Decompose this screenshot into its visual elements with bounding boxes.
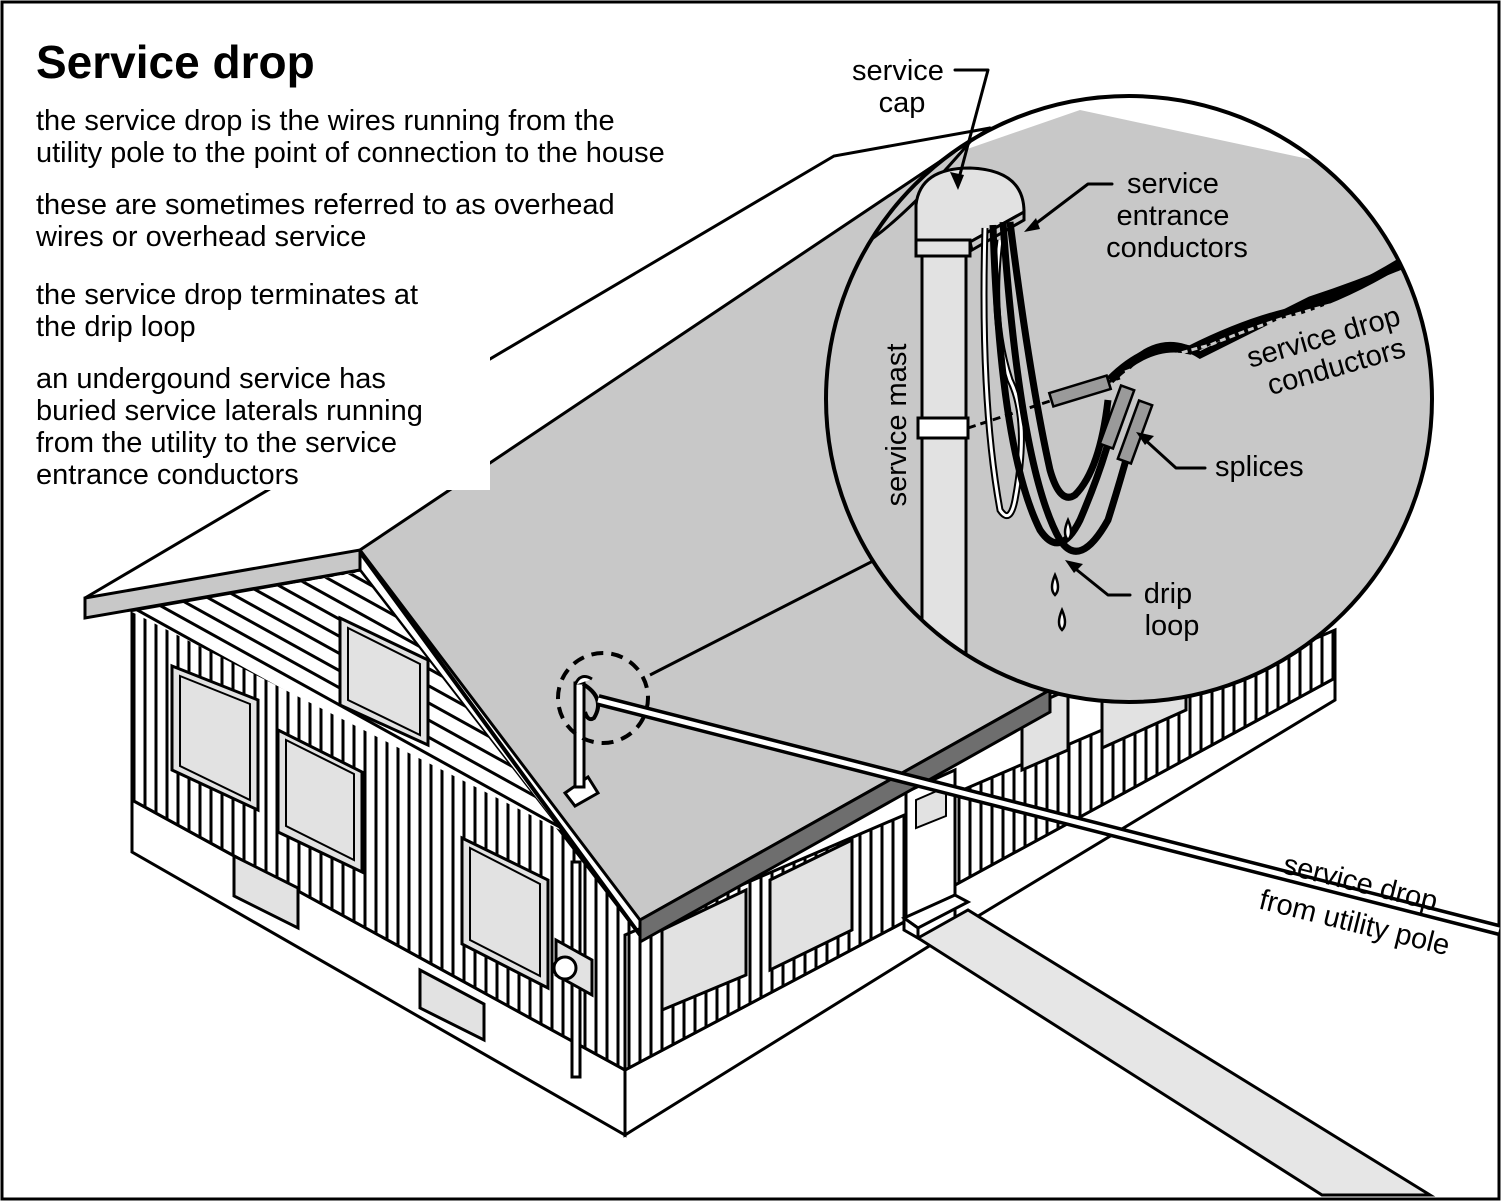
service-cap <box>914 166 1026 244</box>
leader-drip-loop <box>1070 564 1132 597</box>
description: Service drop the service drop is the wir… <box>30 36 665 491</box>
leader-service-entrance <box>1028 182 1114 230</box>
detail-marker <box>556 651 650 745</box>
paragraph-4: an undergound service has buried service… <box>36 363 431 491</box>
windows-left <box>170 615 550 1043</box>
window <box>660 887 748 1013</box>
window <box>170 663 260 813</box>
label-service-mast: service mast <box>881 344 913 507</box>
window <box>338 615 430 748</box>
window <box>276 727 364 875</box>
label-drip-loop: drip loop <box>1144 578 1200 642</box>
vent <box>418 967 486 1043</box>
leader-service-cap <box>953 68 990 184</box>
splices <box>1047 373 1154 466</box>
detail-magnifier <box>824 94 1434 704</box>
service-drop-conductors <box>1106 246 1423 384</box>
electric-meter <box>552 860 594 1079</box>
label-splices: splices <box>1215 451 1304 483</box>
roof-left-eave <box>83 548 362 620</box>
roof-fascia <box>638 687 1052 945</box>
leader-splices <box>1141 436 1207 470</box>
window <box>460 835 550 991</box>
label-service-cap: service cap <box>852 55 952 119</box>
service-drop-cable <box>596 694 1501 936</box>
leaders <box>950 68 1207 597</box>
paragraph-1: the service drop is the wires running fr… <box>36 105 665 169</box>
paragraph-2: these are sometimes referred to as overh… <box>35 189 623 253</box>
window <box>768 837 854 973</box>
vent <box>232 853 300 931</box>
title: Service drop <box>36 36 315 88</box>
roof-service-mast <box>562 675 601 808</box>
walkway <box>915 908 1436 1197</box>
paragraph-3: the service drop terminates at the drip … <box>36 279 426 343</box>
drips <box>1050 516 1073 632</box>
label-service-entrance-conductors: service entrance conductors <box>1106 168 1248 264</box>
